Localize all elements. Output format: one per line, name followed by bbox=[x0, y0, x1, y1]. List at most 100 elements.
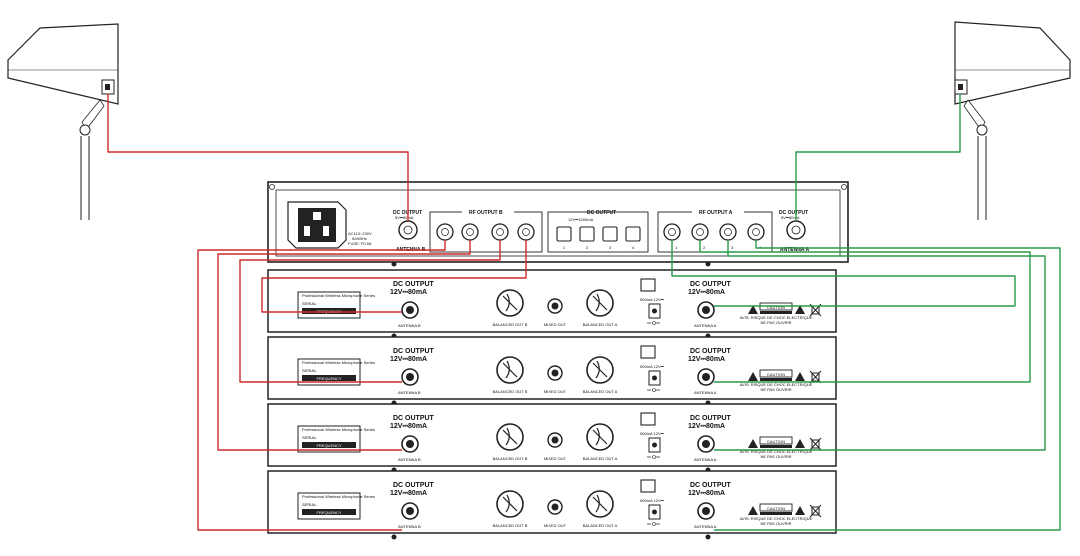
balanced-out-a-label: BALANCED OUT A bbox=[583, 523, 618, 528]
wireless-receiver: Professional Wireless Microphone SeriesS… bbox=[267, 403, 837, 473]
power-switch[interactable] bbox=[640, 479, 656, 493]
caution-triangle-icon bbox=[748, 372, 805, 381]
antenna-b-label: ANTENNA B bbox=[398, 323, 421, 328]
serial-text: SERIAL: bbox=[302, 368, 317, 373]
mixed-out-label: MIXED OUT bbox=[544, 456, 567, 461]
dc-port-number: 2 bbox=[586, 245, 589, 250]
dc-output-title: DC OUTPUT bbox=[393, 348, 435, 355]
rf-output-a-port[interactable] bbox=[663, 223, 681, 241]
power-switch[interactable] bbox=[640, 412, 656, 426]
antenna-b-icon bbox=[7, 23, 119, 220]
rf-output-b-port[interactable] bbox=[461, 223, 479, 241]
power-input-label: 500mA 12V⎓ bbox=[640, 431, 665, 436]
dc-output-title: DC OUTPUT bbox=[393, 281, 435, 288]
antenna-a-label: ANTENNA A bbox=[694, 390, 717, 395]
rf-a-port-number: 3 bbox=[731, 245, 734, 250]
caution-triangle-icon bbox=[748, 506, 805, 515]
rf-a-cable-3 bbox=[714, 240, 1046, 451]
caution-label: CAUTION bbox=[767, 439, 785, 444]
dc-output-rating: 12V⎓80mA bbox=[688, 423, 725, 430]
power-input-label: 500mA 12V⎓ bbox=[640, 364, 665, 369]
mixed-out-label: MIXED OUT bbox=[544, 389, 567, 394]
antenna-a-label: ANTENNA A bbox=[694, 457, 717, 462]
warning-text-1: AVIS: RISQUE DE CHOC ELECTRIQUE bbox=[740, 315, 813, 320]
dc-output-title: DC OUTPUT bbox=[393, 482, 435, 489]
rf-output-b-port[interactable] bbox=[436, 223, 454, 241]
label-title: Professional Wireless Microphone Series bbox=[302, 360, 375, 365]
dc-output-title: DC OUTPUT bbox=[393, 415, 435, 422]
serial-label: Professional Wireless Microphone SeriesS… bbox=[297, 492, 375, 520]
dc-port-number: 3 bbox=[609, 245, 612, 250]
warning-text-2: NE PAS OUVRIR bbox=[760, 521, 791, 526]
dc-output-rating: 12V⎓80mA bbox=[390, 423, 427, 430]
dc-port-number: 4 bbox=[632, 245, 635, 250]
dc-output-rating: 12V⎓80mA bbox=[390, 490, 427, 497]
balanced-out-a-label: BALANCED OUT A bbox=[583, 322, 618, 327]
power-switch[interactable] bbox=[640, 345, 656, 359]
dc-output-title: DC OUTPUT bbox=[587, 210, 616, 216]
balanced-out-b-label: BALANCED OUT B bbox=[493, 322, 528, 327]
bin-icon bbox=[809, 370, 822, 384]
caution-label: CAUTION bbox=[767, 372, 785, 377]
dc-output-port[interactable] bbox=[625, 226, 641, 242]
frequency-text: FREQUENCY bbox=[316, 443, 341, 448]
dc-output-port[interactable] bbox=[579, 226, 595, 242]
antenna-b-cable bbox=[107, 94, 409, 221]
dc-output-port[interactable] bbox=[556, 226, 572, 242]
dc-output-rating: 12V⎓1000mA bbox=[568, 217, 594, 222]
dc-output-title: DC OUTPUT bbox=[690, 415, 732, 422]
caution-triangle-icon bbox=[748, 439, 805, 448]
rf-a-cable-4 bbox=[714, 240, 1061, 531]
antenna-a-icon bbox=[954, 21, 1071, 220]
antenna-b-label: ANTENNA B bbox=[398, 457, 421, 462]
label-title: Professional Wireless Microphone Series bbox=[302, 293, 375, 298]
dc-output-title: DC OUTPUT bbox=[690, 348, 732, 355]
wireless-receiver: Professional Wireless Microphone SeriesS… bbox=[267, 269, 837, 339]
balanced-out-b-label: BALANCED OUT B bbox=[493, 523, 528, 528]
warning-text-2: NE PAS OUVRIR bbox=[760, 387, 791, 392]
balanced-out-a-label: BALANCED OUT A bbox=[583, 389, 618, 394]
rf-b-cable-3 bbox=[217, 240, 471, 451]
balanced-out-a-label: BALANCED OUT A bbox=[583, 456, 618, 461]
wireless-receiver: Professional Wireless Microphone SeriesS… bbox=[267, 336, 837, 406]
power-input-label: 500mA 12V⎓ bbox=[640, 297, 665, 302]
antenna-a-label: ANTENNA A bbox=[780, 247, 809, 253]
caution-label: CAUTION bbox=[767, 506, 785, 511]
rf-output-a-port[interactable] bbox=[747, 223, 765, 241]
dc-output-port[interactable] bbox=[602, 226, 618, 242]
rf-output-a-label: RF OUTPUT A bbox=[699, 210, 733, 216]
rf-a-cable-2 bbox=[699, 240, 1031, 383]
warning-text-1: AVIS: RISQUE DE CHOC ELECTRIQUE bbox=[740, 449, 813, 454]
rf-b-cable-4 bbox=[197, 240, 446, 531]
rf-a-cable-1 bbox=[671, 240, 1016, 307]
antenna-b-input-connector[interactable] bbox=[398, 220, 418, 240]
rf-b-cable-1 bbox=[261, 240, 527, 313]
caution-label: CAUTION bbox=[767, 305, 785, 310]
dc-output-a-rating: 5V⎓80mA bbox=[781, 215, 800, 220]
rf-output-a-port[interactable] bbox=[719, 223, 737, 241]
mixed-out-label: MIXED OUT bbox=[544, 322, 567, 327]
dc-output-rating: 12V⎓80mA bbox=[688, 289, 725, 296]
label-title: Professional Wireless Microphone Series bbox=[302, 427, 375, 432]
rf-output-b-port[interactable] bbox=[517, 223, 535, 241]
antenna-a-label: ANTENNA A bbox=[694, 323, 717, 328]
rf-output-b-label: RF OUTPUT B bbox=[469, 210, 503, 216]
rf-output-a-port[interactable] bbox=[691, 223, 709, 241]
wireless-receiver: Professional Wireless Microphone SeriesS… bbox=[267, 470, 837, 540]
bin-icon bbox=[809, 504, 822, 518]
bin-icon bbox=[809, 437, 822, 451]
dc-output-rating: 12V⎓80mA bbox=[390, 356, 427, 363]
label-title: Professional Wireless Microphone Series bbox=[302, 494, 375, 499]
rf-output-b-port[interactable] bbox=[491, 223, 509, 241]
caution-triangle-icon bbox=[748, 305, 805, 314]
rf-b-cable-2 bbox=[239, 240, 501, 383]
dc-output-rating: 12V⎓80mA bbox=[390, 289, 427, 296]
serial-text: SERIAL: bbox=[302, 502, 317, 507]
power-switch[interactable] bbox=[640, 278, 656, 292]
antenna-a-label: ANTENNA A bbox=[694, 524, 717, 529]
antenna-a-input-connector[interactable] bbox=[786, 220, 806, 240]
dc-port-number: 1 bbox=[563, 245, 566, 250]
dc-output-b-rating: 5V⎓80mA bbox=[395, 215, 414, 220]
